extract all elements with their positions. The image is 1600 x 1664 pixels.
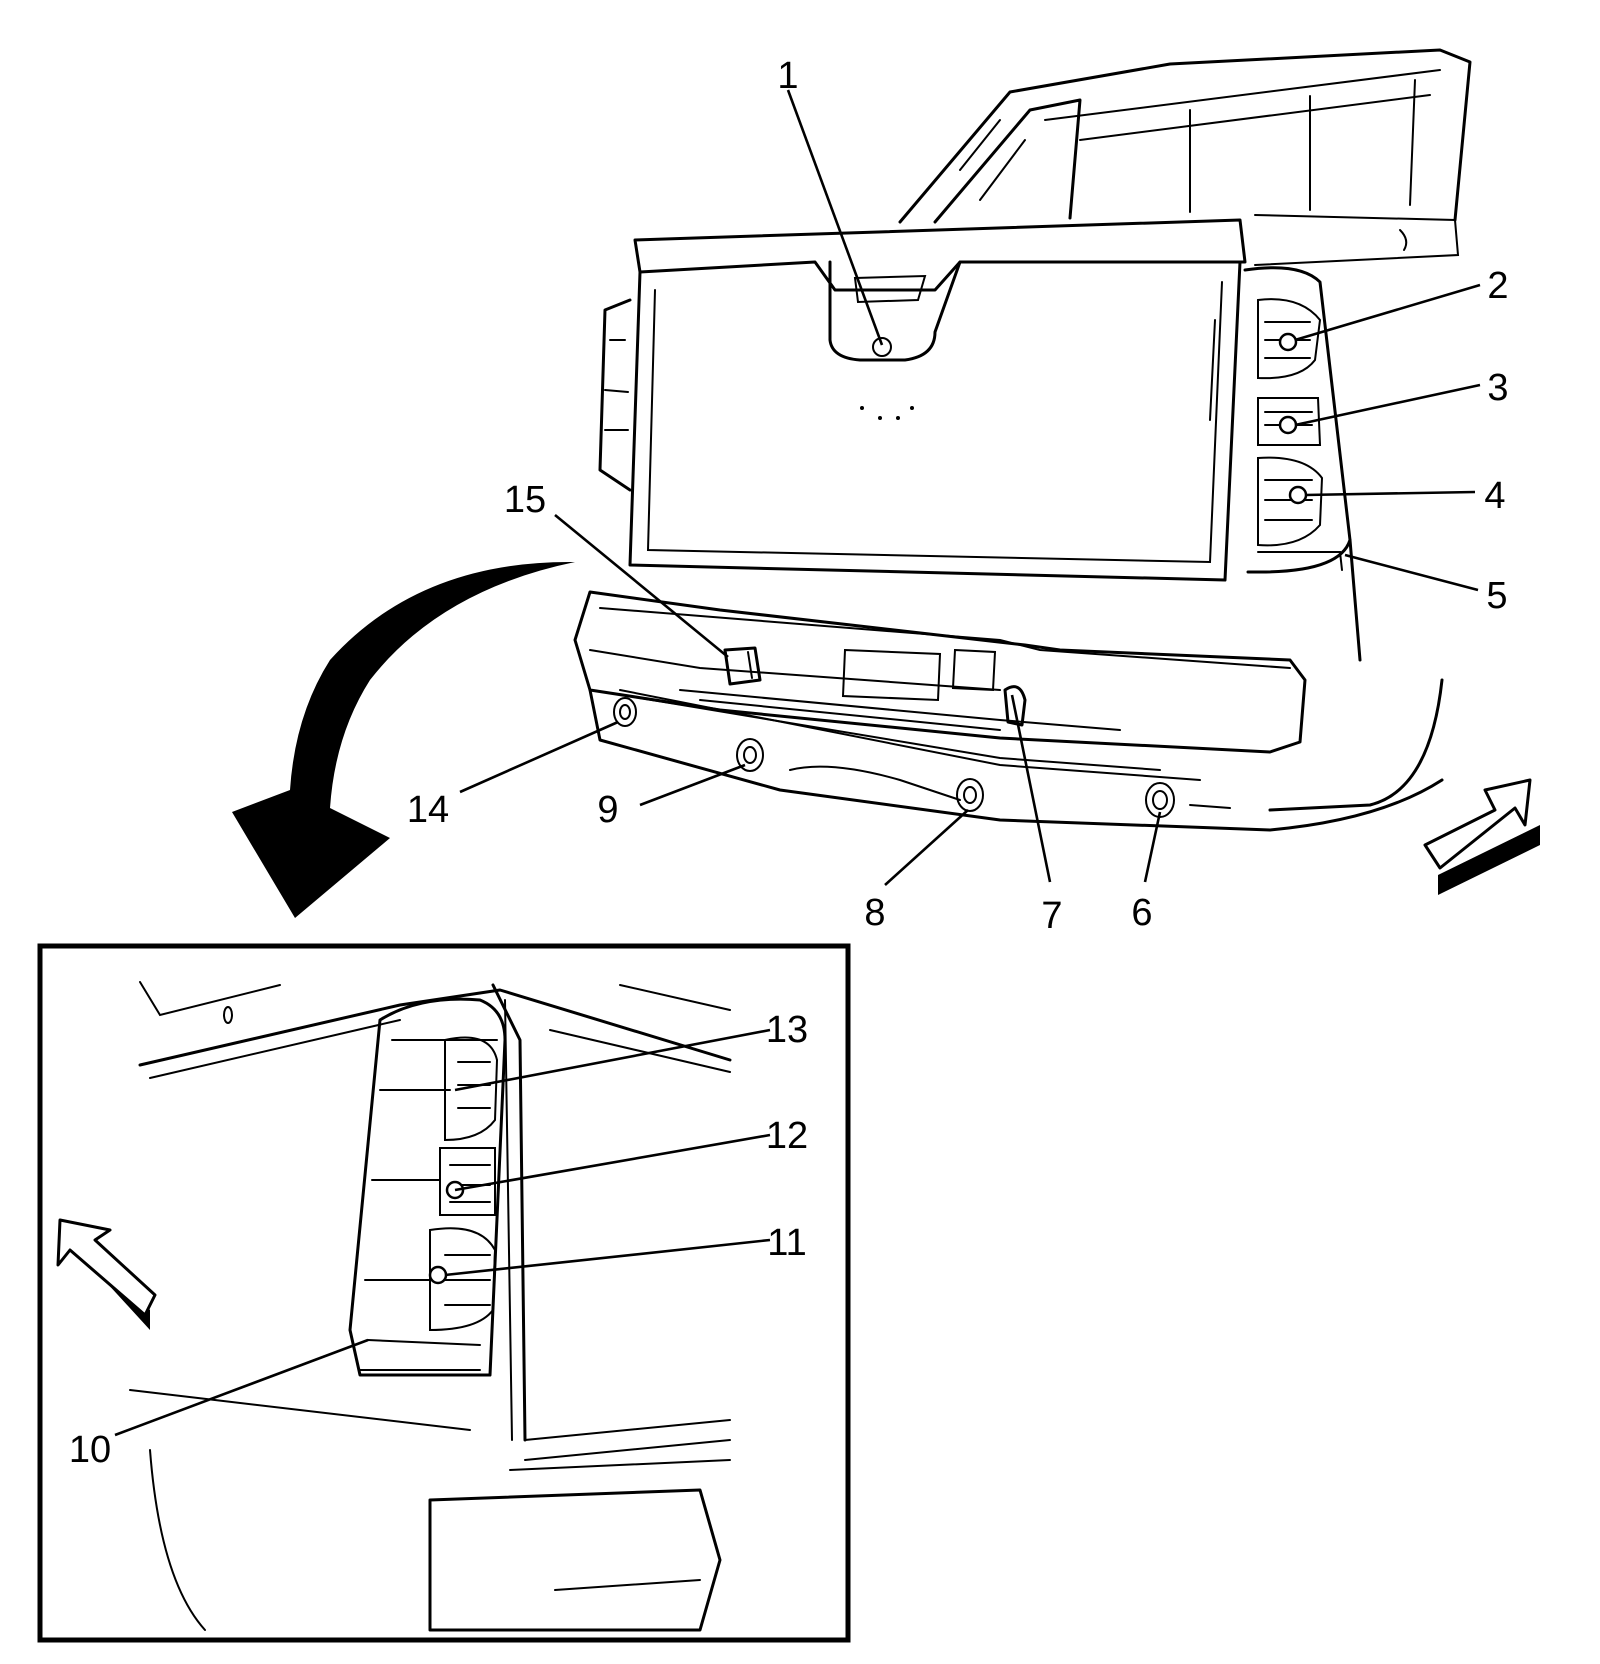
cab-roof	[898, 48, 1472, 224]
right-quarter-panel	[1268, 538, 1444, 812]
callout-13: 13	[766, 1009, 808, 1051]
callout-15: 15	[504, 479, 546, 521]
left-tail-light	[598, 298, 632, 492]
callout-8: 8	[864, 892, 885, 934]
callout-12: 12	[766, 1115, 808, 1157]
callout-7: 7	[1041, 895, 1062, 937]
tailgate-camera	[872, 337, 892, 357]
cab-pillar	[933, 98, 1082, 224]
handle-housing	[828, 260, 962, 362]
callout-4: 4	[1484, 475, 1505, 517]
tailgate-panel	[628, 260, 1242, 582]
rear-bumper	[573, 590, 1444, 832]
callout-14: 14	[407, 789, 449, 831]
callout-9: 9	[597, 789, 618, 831]
leader-lines	[114, 89, 1481, 1437]
callout-5: 5	[1486, 575, 1507, 617]
direction-arrow-icon	[56, 1218, 157, 1330]
callout-6: 6	[1131, 892, 1152, 934]
callout-1: 1	[777, 55, 798, 97]
curved-arrow-icon	[232, 561, 575, 918]
truck-rear-view	[573, 48, 1472, 832]
right-tail-light	[1243, 266, 1352, 574]
callout-3: 3	[1487, 367, 1508, 409]
callout-labels: 1 2 3 4 5 6 7 8 9 10 11 12 13 14 15	[69, 55, 1509, 1471]
callout-2: 2	[1487, 265, 1508, 307]
tailgate-cap	[633, 218, 1247, 292]
callout-10: 10	[69, 1429, 111, 1471]
direction-arrow-icon	[1423, 778, 1540, 895]
inset-tail-light-detail	[129, 981, 732, 1632]
callout-11: 11	[767, 1222, 806, 1264]
detail-inset-frame	[37, 943, 851, 1643]
